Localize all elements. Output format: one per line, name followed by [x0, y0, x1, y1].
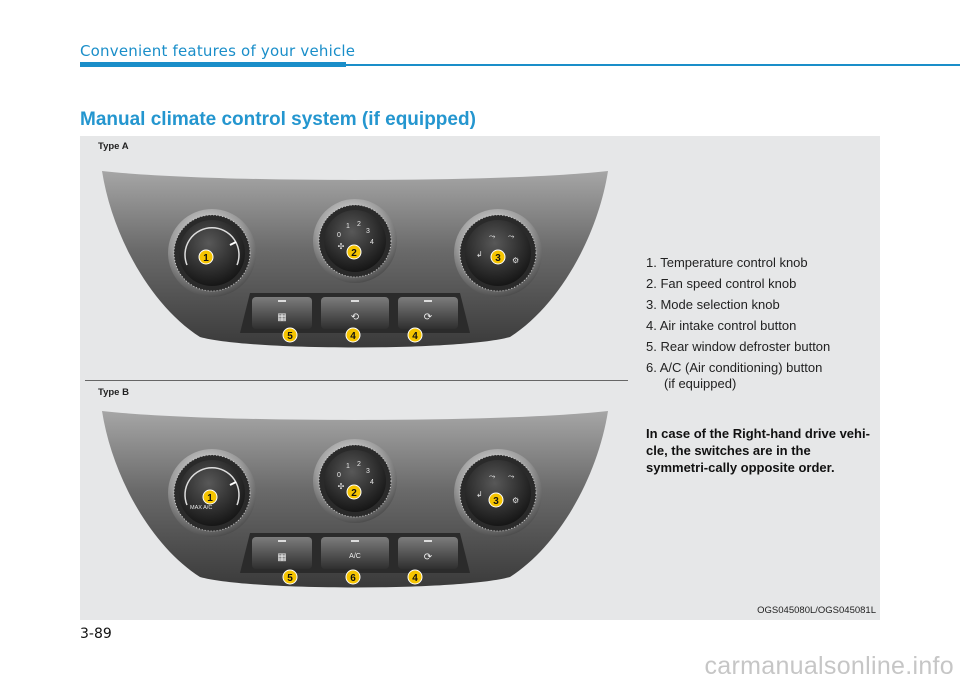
svg-text:2: 2 [351, 488, 357, 499]
svg-text:1: 1 [207, 493, 213, 504]
fan-scale-1: 1 [346, 463, 350, 470]
rear-defrost-icon: ▦ [277, 552, 286, 563]
svg-text:6: 6 [350, 573, 356, 584]
fan-scale-0: 0 [337, 232, 341, 239]
mode-defrost-icon: ⚙ [512, 496, 519, 505]
callout-2: 2 [347, 245, 361, 259]
climate-panel-type-b: MAX A/C 0 1 2 3 4 ✣ ⤳ ⤳ ↲ ⚙ ▦ A/C ⟳ 1 2 … [100, 405, 610, 595]
svg-text:4: 4 [412, 331, 418, 342]
callout-5: 5 [283, 570, 297, 584]
fan-scale-2: 2 [357, 461, 361, 468]
image-code: OGS045080L/OGS045081L [757, 605, 876, 616]
svg-text:5: 5 [287, 573, 293, 584]
page-title: Manual climate control system (if equipp… [80, 109, 476, 131]
callout-4a: 4 [346, 328, 360, 342]
mode-feet-icon: ↲ [476, 490, 483, 499]
mode-face-icon: ⤳ [489, 232, 496, 241]
svg-text:3: 3 [493, 496, 499, 507]
svg-text:1: 1 [203, 253, 209, 264]
type-a-label: Type A [98, 141, 129, 152]
rear-defrost-icon: ▦ [277, 312, 286, 323]
fan-icon: ✣ [338, 242, 345, 251]
fan-scale-0: 0 [337, 472, 341, 479]
callout-3: 3 [489, 493, 503, 507]
svg-text:3: 3 [495, 253, 501, 264]
ac-button-label: A/C [349, 553, 361, 560]
fresh-air-icon: ⟳ [424, 312, 433, 323]
legend-list: 1. Temperature control knob 2. Fan speed… [646, 252, 830, 392]
callout-4: 4 [408, 570, 422, 584]
header-rule-thin [346, 64, 960, 66]
header-rule-thick [80, 62, 346, 67]
legend-item-continuation: (if equipped) [646, 376, 830, 392]
mode-floor-icon: ⤳ [508, 472, 515, 481]
callout-1: 1 [199, 250, 213, 264]
fan-scale-4: 4 [370, 239, 374, 246]
fan-scale-3: 3 [366, 468, 370, 475]
fan-scale-2: 2 [357, 221, 361, 228]
fresh-air-icon: ⟳ [424, 552, 433, 563]
button-bar: ▦ ⟲ ⟳ [240, 293, 470, 333]
callout-5: 5 [283, 328, 297, 342]
legend-item: 6. A/C (Air conditioning) button [646, 360, 830, 376]
svg-text:4: 4 [412, 573, 418, 584]
recirc-icon: ⟲ [351, 312, 360, 323]
legend-item: 3. Mode selection knob [646, 294, 830, 315]
legend-item: 1. Temperature control knob [646, 252, 830, 273]
fan-scale-3: 3 [366, 228, 370, 235]
page-number: 3-89 [80, 626, 112, 642]
legend-item: 4. Air intake control button [646, 315, 830, 336]
climate-panel-type-a: 0 1 2 3 4 ✣ ⤳ ⤳ ↲ ⚙ ▦ ⟲ ⟳ 1 2 3 5 4 4 [100, 165, 610, 355]
svg-text:5: 5 [287, 331, 293, 342]
fan-speed-knob: 0 1 2 3 4 ✣ [313, 199, 397, 283]
callout-6: 6 [346, 570, 360, 584]
callout-3: 3 [491, 250, 505, 264]
legend-item: 2. Fan speed control knob [646, 273, 830, 294]
rhd-note: In case of the Right-hand drive vehi-cle… [646, 425, 874, 476]
mode-feet-icon: ↲ [476, 250, 483, 259]
type-divider [85, 380, 628, 381]
svg-text:4: 4 [350, 331, 356, 342]
svg-text:2: 2 [351, 248, 357, 259]
callout-4b: 4 [408, 328, 422, 342]
mode-face-icon: ⤳ [489, 472, 496, 481]
callout-2: 2 [347, 485, 361, 499]
section-header: Convenient features of your vehicle [80, 42, 355, 60]
mode-floor-icon: ⤳ [508, 232, 515, 241]
type-b-label: Type B [98, 387, 129, 398]
fan-scale-4: 4 [370, 479, 374, 486]
mode-defrost-icon: ⚙ [512, 256, 519, 265]
button-bar: ▦ A/C ⟳ [240, 533, 470, 573]
legend-item: 5. Rear window defroster button [646, 336, 830, 357]
fan-icon: ✣ [338, 482, 345, 491]
max-ac-label: MAX A/C [190, 505, 212, 511]
callout-1: 1 [203, 490, 217, 504]
fan-scale-1: 1 [346, 223, 350, 230]
watermark: carmanualsonline.info [704, 652, 954, 681]
fan-speed-knob: 0 1 2 3 4 ✣ [313, 439, 397, 523]
